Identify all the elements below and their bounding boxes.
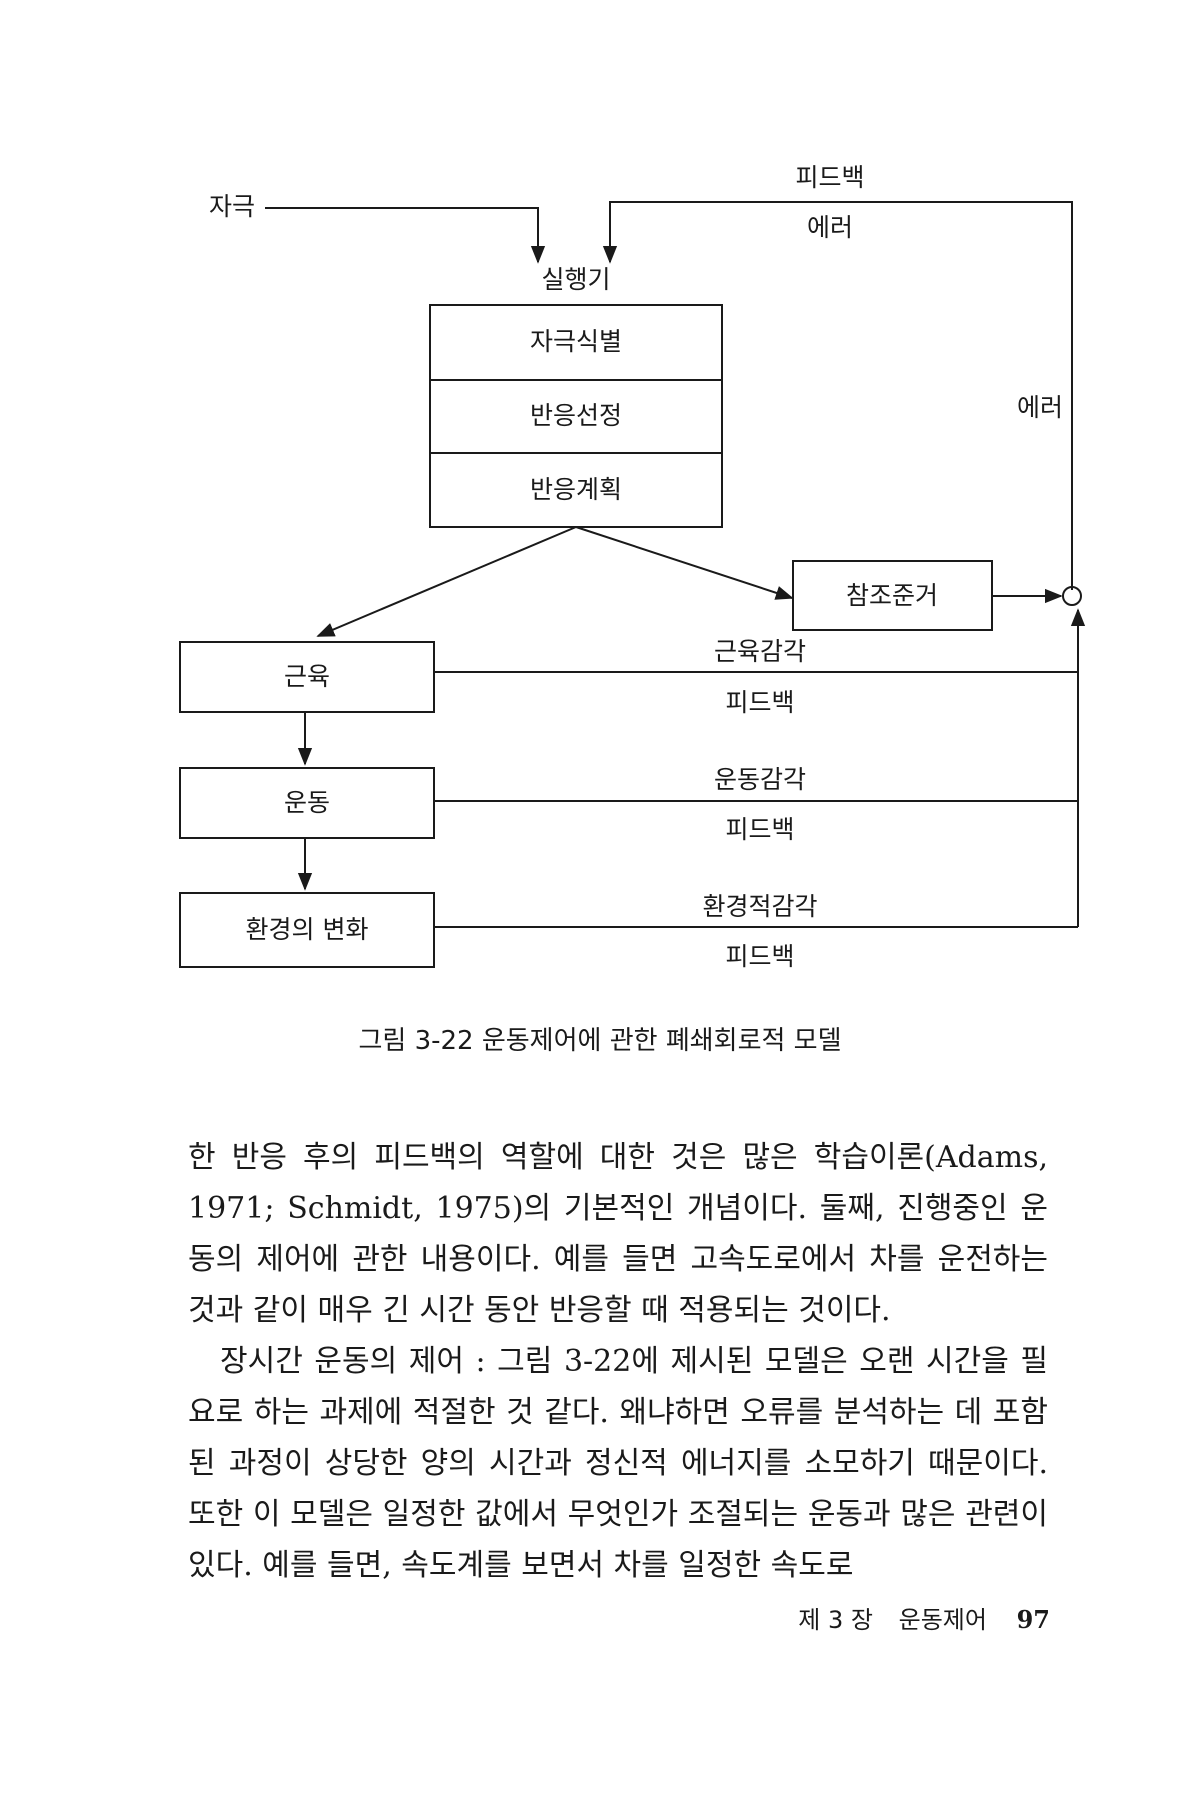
stage-response-programming: 반응계획 [529,475,623,504]
error-right-label: 에러 [1016,393,1064,422]
muscle-sense-label: 근육감각 [713,637,807,666]
error-feedback-arrow [602,201,1073,590]
stimulus-arrow [265,207,546,264]
body-text: 한 반응 후의 피드백의 역할에 대한 것은 많은 학습이론(Adams, 19… [188,1132,1048,1591]
comparator-circle [1062,586,1082,606]
figure-caption: 그림 3-22 운동제어에 관한 폐쇄회로적 모델 [358,1026,842,1056]
diagram-lines [179,201,1086,968]
feedback-top-label: 피드백 [795,163,865,192]
closed-loop-diagram: 자극 피드백 에러 실행기 자극식별 반응선정 반응계획 에러 참조준거 근육 … [179,163,1086,971]
page-footer: 제 3 장 운동제어 97 [780,1600,1050,1635]
paragraph: 장시간 운동의 제어 : 그림 3-22에 제시된 모델은 오랜 시간을 필요로… [188,1344,1048,1583]
chapter-title: 운동제어 [898,1606,987,1634]
to-muscle-arrow [316,526,577,637]
chapter-number: 제 3 장 [798,1606,873,1634]
to-reference-arrow [575,526,794,600]
error-top-label: 에러 [806,213,854,242]
reference-label: 참조준거 [845,581,939,610]
movement-box [179,767,435,839]
environment-feedback-label: 피드백 [725,942,795,971]
muscle-label: 근육 [283,662,331,691]
environment-box [179,892,435,968]
movement-feedback-label: 피드백 [725,815,795,844]
stage-stimulus-identification: 자극식별 [529,327,623,356]
movement-sense-label: 운동감각 [713,765,807,794]
muscle-feedback-label: 피드백 [725,688,795,717]
environment-label: 환경의 변화 [245,915,369,944]
executive-label: 실행기 [541,265,611,294]
environment-sense-label: 환경적감각 [702,892,818,921]
movement-label: 운동 [283,788,331,817]
paragraph: 한 반응 후의 피드백의 역할에 대한 것은 많은 학습이론(Adams, 19… [188,1140,1048,1328]
stimulus-label: 자극 [208,192,256,221]
page-number: 97 [1016,1605,1050,1634]
muscle-box [179,641,435,713]
stage-response-selection: 반응선정 [529,401,623,430]
